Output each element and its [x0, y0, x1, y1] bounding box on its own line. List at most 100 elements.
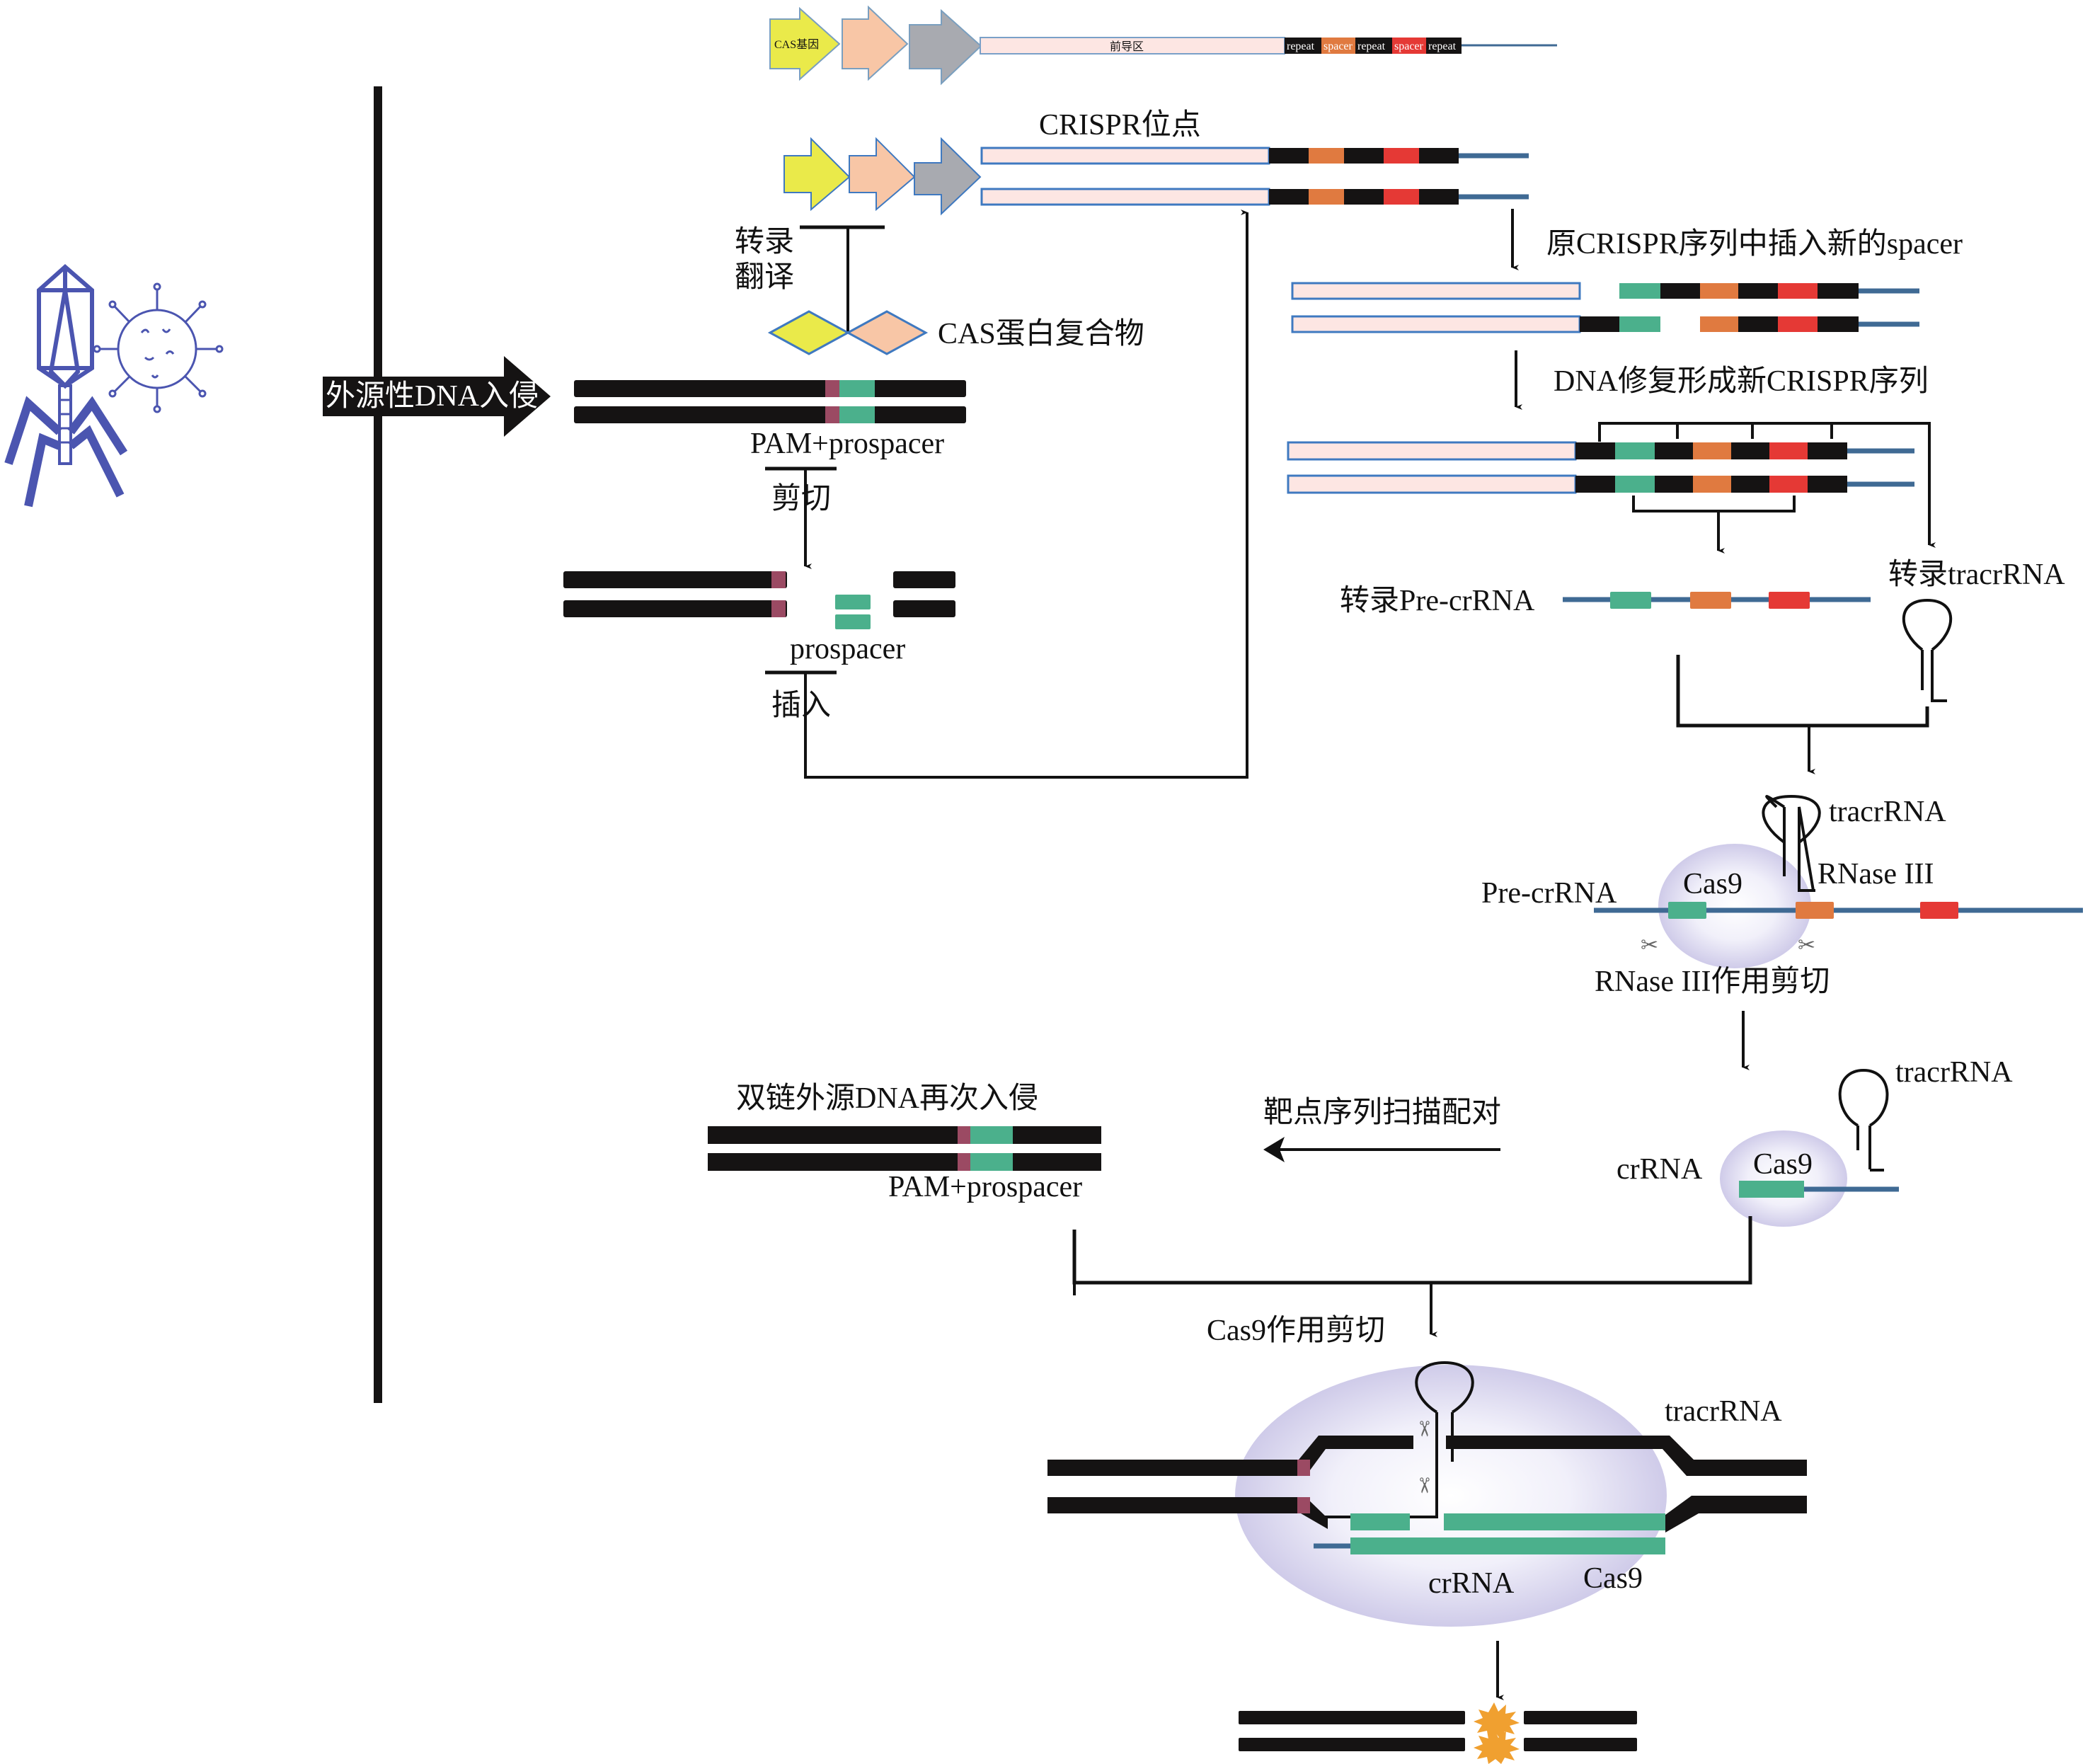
- repeat-block: [1426, 38, 1462, 54]
- dna-strand: [574, 406, 966, 423]
- segment-label-spacer: spacer: [1324, 40, 1353, 52]
- spacer-block-orange: [1690, 592, 1731, 609]
- tracrrna-hairpin-icon: [1838, 1068, 1889, 1172]
- tracrrna-hairpin-icon: [1902, 598, 1953, 702]
- cas9-protein: [1720, 1130, 1847, 1227]
- repeat-block: [1580, 316, 1619, 332]
- scissors-icon: ✂: [1798, 933, 1815, 958]
- segment-label-repeat: repeat: [1428, 40, 1457, 52]
- foreign-dna-invasion-arrow: 外源性DNA入侵: [323, 356, 551, 437]
- transcribe-tracrrna-label: 转录tracrRNA: [1888, 559, 2065, 591]
- pam-site: [958, 1126, 970, 1144]
- crrna-label: crRNA: [1428, 1567, 1515, 1600]
- foreign-dna-duplex-1: [574, 380, 966, 423]
- repeat-block: [1818, 316, 1859, 332]
- foreign-dna-duplex-2: [708, 1126, 1101, 1171]
- cas-gene-arrow-yellow: [769, 6, 841, 81]
- transcribe-label: 转录: [735, 226, 794, 258]
- spacer-block-orange: [1700, 316, 1738, 332]
- cas9-label: Cas9: [1753, 1148, 1813, 1181]
- tracrrna-hairpin-icon: [1762, 794, 1821, 892]
- crispr-array-spacer-insertion: [1291, 282, 1919, 333]
- prospacer-fragment: [835, 595, 871, 609]
- prospacer-segment: [839, 380, 875, 397]
- repeat-block: [1575, 476, 1615, 493]
- cas-gene-arrow-peach: [842, 5, 909, 81]
- repeat-block: [1655, 442, 1693, 459]
- legend-bar: CAS基因 前导区 repeat spacer repeat spacer re…: [769, 5, 1557, 86]
- dna-strand: [893, 571, 955, 588]
- crrna-spacer: [1350, 1537, 1665, 1554]
- prospacer-segment: [839, 406, 875, 423]
- repeat-block: [1655, 476, 1693, 493]
- repeat-block: [1660, 283, 1700, 299]
- crispr-locus-label: CRISPR位点: [1039, 108, 1201, 142]
- spacer-block-red: [1778, 316, 1818, 332]
- repeat-block: [1738, 316, 1778, 332]
- repeat-block: [1344, 189, 1384, 205]
- pre-crrna-label: Pre-crRNA: [1481, 877, 1617, 910]
- dna-strand: [1524, 1711, 1637, 1724]
- dna-strand: [1446, 1436, 1807, 1476]
- merge-bracket: [1072, 1216, 1752, 1285]
- dna-strand: [1047, 1436, 1413, 1476]
- repeat-block: [1419, 189, 1459, 205]
- cas-gene-arrow-yellow: [783, 137, 851, 212]
- repeat-block: [1419, 148, 1459, 164]
- cas-gene-arrow-gray: [914, 137, 982, 216]
- pam-prospacer-label: PAM+prospacer: [750, 428, 944, 460]
- pam-site: [825, 406, 839, 423]
- insert-label: 插入: [771, 689, 831, 722]
- repeat-block: [1808, 442, 1847, 459]
- repeat-block: [1808, 476, 1847, 493]
- transcribe-pre-crrna-label: 转录Pre-crRNA: [1340, 585, 1535, 617]
- spacer-block-red: [1769, 592, 1810, 609]
- scissors-icon: ✂: [1641, 933, 1658, 958]
- repeat-block: [1269, 148, 1309, 164]
- leader-region: [980, 188, 1270, 206]
- merge-bracket: [1676, 655, 1929, 728]
- cas-gene-label: CAS基因: [774, 38, 819, 51]
- spacer-block-red: [1392, 38, 1426, 54]
- dna-strand: [1047, 1497, 1328, 1529]
- spacer-block-green: [1668, 902, 1706, 919]
- pam-site: [771, 571, 786, 588]
- segment-label-spacer: spacer: [1394, 40, 1424, 52]
- spacer-block-orange: [1693, 442, 1731, 459]
- scissors-icon: ✂: [1411, 1420, 1436, 1438]
- cas-gene-arrow-gray: [909, 8, 982, 86]
- spacer-block-red: [1384, 189, 1419, 205]
- rnase-iii-cut-label: RNase III作用剪切: [1595, 966, 1830, 998]
- reinvasion-label: 双链外源DNA再次入侵: [736, 1082, 1038, 1115]
- crispr-array-strand-1: [980, 147, 1529, 165]
- translate-label: 翻译: [735, 261, 794, 294]
- crrna-label: crRNA: [1617, 1153, 1703, 1186]
- repeat-block: [1285, 38, 1321, 54]
- virus-icon: [93, 282, 224, 413]
- dna-strand: [1524, 1738, 1637, 1751]
- prospacer-segment: [970, 1126, 1013, 1144]
- pam-site: [1297, 1497, 1310, 1513]
- cas9-label: Cas9: [1583, 1562, 1643, 1595]
- leader-region: [1287, 441, 1577, 461]
- spacer-block-green: [1615, 442, 1655, 459]
- dna-strand: [1239, 1738, 1465, 1751]
- prospacer-fragment: [835, 614, 871, 629]
- new-spacer-block-green: [1619, 316, 1660, 332]
- spacer-block-red: [1384, 148, 1419, 164]
- dna-strand: [574, 380, 966, 397]
- crispr-array-strand-2: [980, 188, 1529, 206]
- pre-crrna-bracket: [1632, 496, 1796, 512]
- repeat-block: [1818, 283, 1859, 299]
- dna-strand: [563, 571, 787, 588]
- cas9-protein: [1235, 1365, 1667, 1627]
- spacer-block-red: [1778, 283, 1818, 299]
- prospacer-segment: [970, 1153, 1013, 1171]
- spacer-block-red: [1769, 442, 1808, 459]
- dna-strand: [708, 1126, 1101, 1144]
- leader-region: [1287, 474, 1577, 494]
- arrowhead-left: [1263, 1137, 1285, 1162]
- spacer-block-green: [1615, 476, 1655, 493]
- insert-new-spacer-label: 原CRISPR序列中插入新的spacer: [1546, 228, 1963, 260]
